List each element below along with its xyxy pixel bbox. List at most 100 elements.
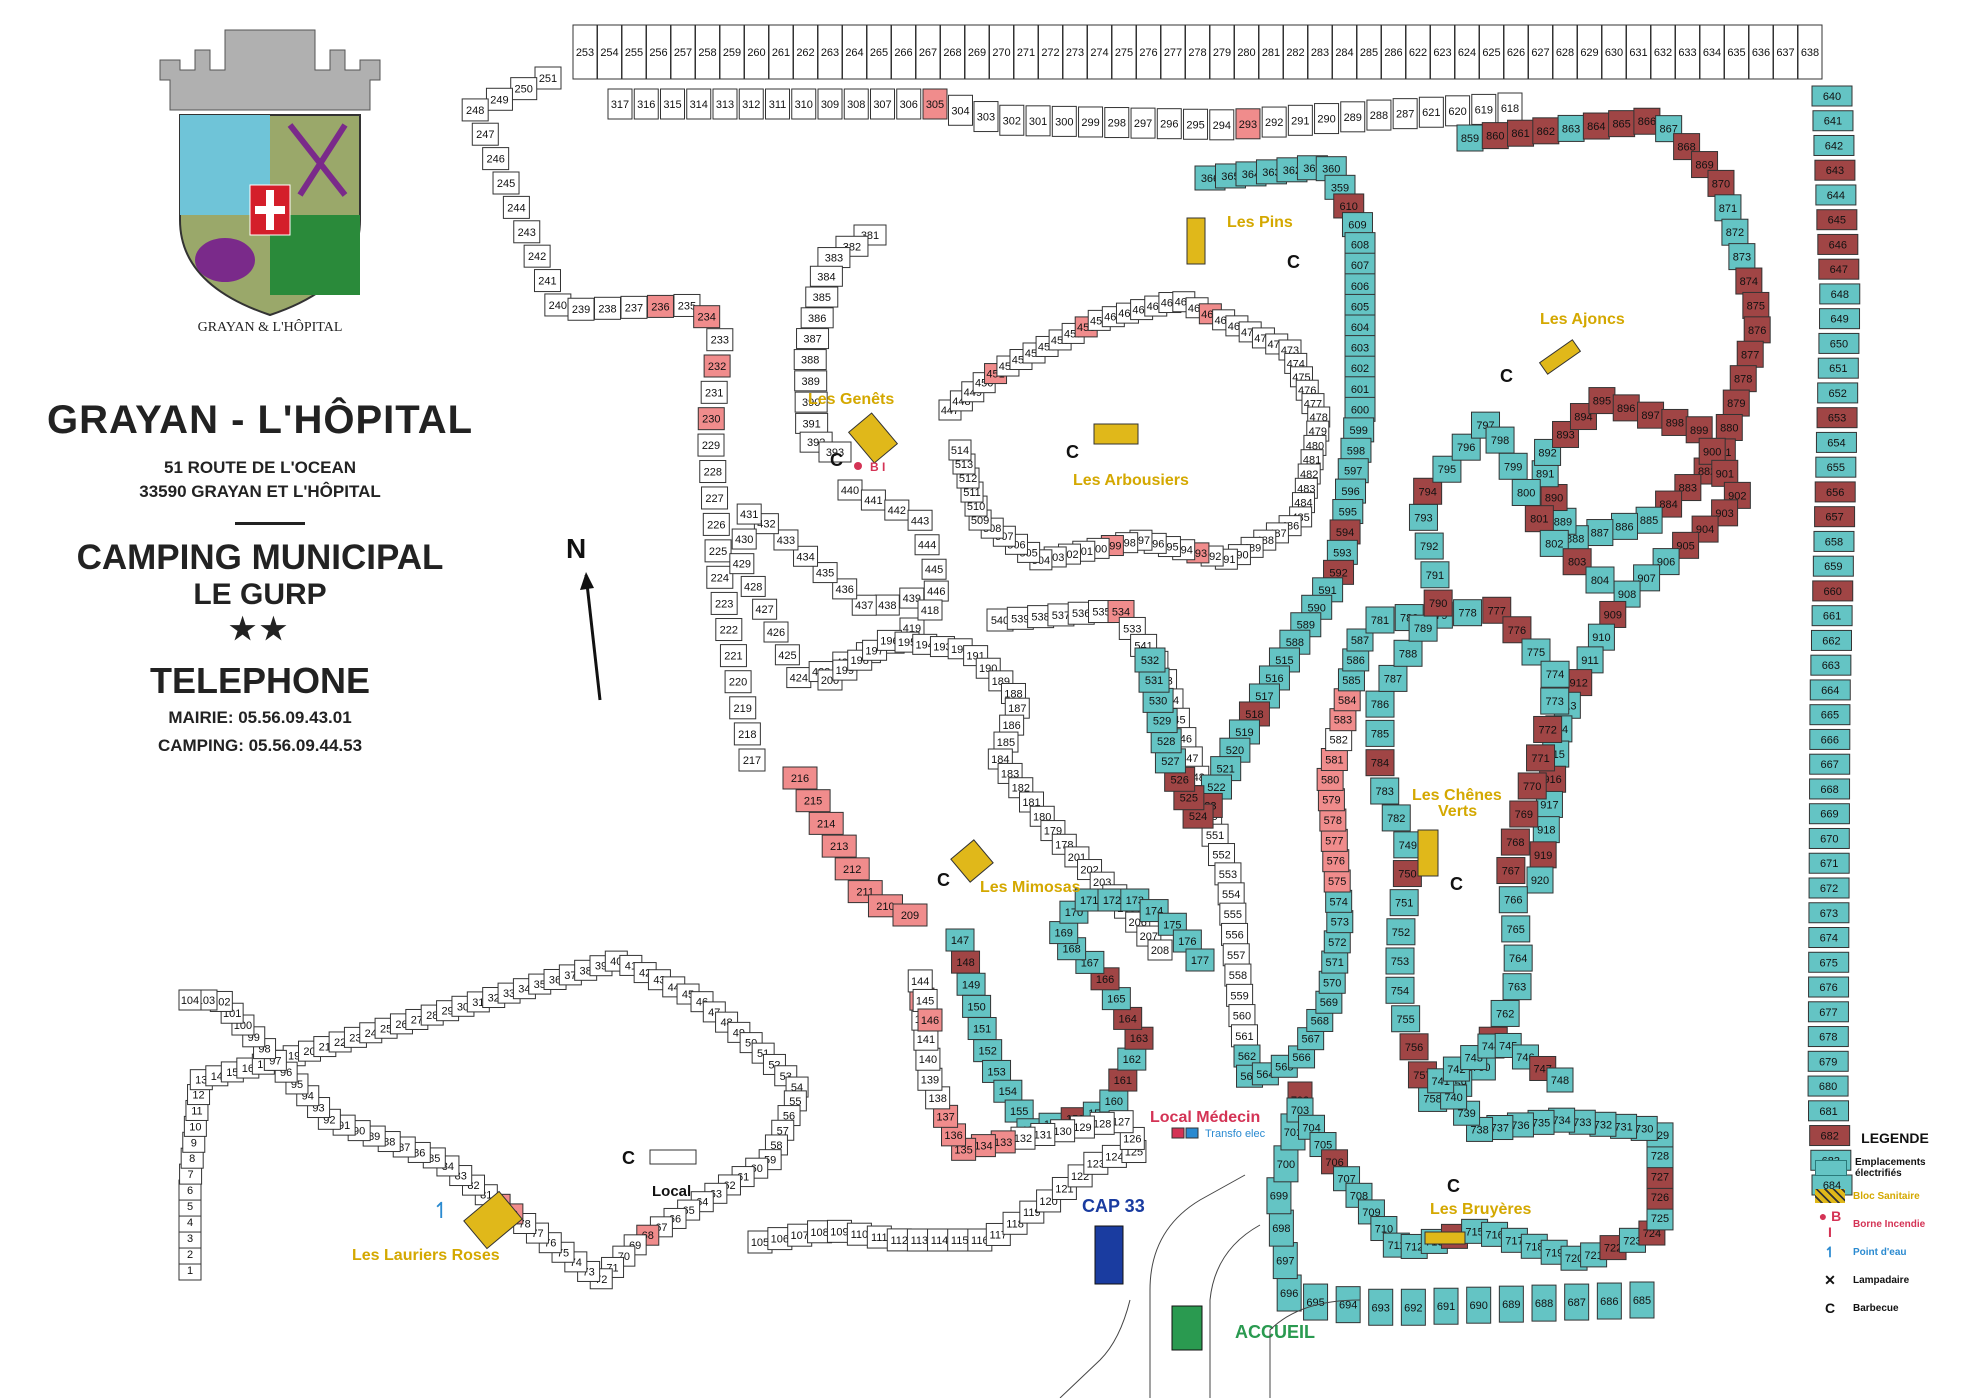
campsite-lot[interactable]: 571: [1321, 950, 1349, 974]
campsite-lot[interactable]: 289: [1340, 101, 1366, 133]
campsite-lot[interactable]: 686: [1596, 1282, 1622, 1320]
campsite-lot[interactable]: 671: [1808, 852, 1850, 874]
campsite-lot[interactable]: 317: [607, 88, 633, 120]
campsite-lot[interactable]: 873: [1728, 243, 1756, 271]
campsite-lot[interactable]: 626: [1503, 24, 1529, 80]
campsite-lot[interactable]: 446: [923, 580, 949, 602]
campsite-lot[interactable]: 258: [695, 24, 720, 80]
campsite-lot[interactable]: 113: [906, 1228, 932, 1252]
campsite-lot[interactable]: 309: [817, 88, 843, 120]
campsite-lot[interactable]: 631: [1626, 24, 1651, 80]
campsite-lot[interactable]: 153: [982, 1059, 1012, 1083]
campsite-lot[interactable]: 627: [1528, 24, 1553, 80]
campsite-lot[interactable]: 645: [1816, 209, 1858, 231]
campsite-lot[interactable]: 225: [704, 539, 732, 563]
campsite-lot[interactable]: 444: [914, 534, 940, 556]
campsite-lot[interactable]: 773: [1540, 687, 1570, 715]
campsite-lot[interactable]: 221: [719, 644, 747, 668]
campsite-lot[interactable]: 149: [956, 972, 986, 996]
campsite-lot[interactable]: 892: [1534, 438, 1562, 466]
campsite-lot[interactable]: 871: [1714, 194, 1742, 222]
campsite-lot[interactable]: 874: [1735, 267, 1763, 295]
campsite-lot[interactable]: 772: [1533, 715, 1563, 743]
campsite-lot[interactable]: 695: [1303, 1283, 1329, 1321]
campsite-lot[interactable]: 514: [948, 439, 972, 461]
campsite-lot[interactable]: 603: [1344, 335, 1376, 361]
campsite-lot[interactable]: 768: [1500, 828, 1530, 856]
campsite-lot[interactable]: 275: [1111, 24, 1137, 80]
campsite-lot[interactable]: 774: [1540, 660, 1570, 688]
campsite-lot[interactable]: 569: [1315, 990, 1343, 1014]
campsite-lot[interactable]: 604: [1344, 314, 1376, 340]
campsite-lot[interactable]: 559: [1226, 983, 1254, 1007]
campsite-lot[interactable]: 141: [913, 1027, 939, 1051]
campsite-lot[interactable]: 213: [821, 834, 857, 858]
campsite-lot[interactable]: 127: [1108, 1110, 1134, 1134]
campsite-lot[interactable]: 577: [1320, 828, 1348, 852]
campsite-lot[interactable]: 227: [701, 486, 729, 510]
campsite-lot[interactable]: 699: [1266, 1177, 1292, 1215]
campsite-lot[interactable]: 140: [915, 1047, 941, 1071]
campsite-lot[interactable]: 243: [513, 220, 541, 244]
campsite-lot[interactable]: 214: [808, 811, 844, 835]
campsite-lot[interactable]: 244: [502, 195, 530, 219]
campsite-lot[interactable]: 877: [1736, 340, 1764, 368]
campsite-lot[interactable]: 698: [1268, 1209, 1294, 1247]
campsite-lot[interactable]: 129: [1069, 1115, 1095, 1139]
campsite-lot[interactable]: 625: [1479, 24, 1504, 80]
campsite-lot[interactable]: 424: [786, 667, 812, 689]
campsite-lot[interactable]: 274: [1087, 24, 1112, 80]
campsite-lot[interactable]: 630: [1601, 24, 1627, 80]
campsite-lot[interactable]: 886: [1610, 512, 1638, 540]
campsite-lot[interactable]: 393: [818, 441, 852, 463]
campsite-lot[interactable]: 622: [1405, 24, 1431, 80]
campsite-lot[interactable]: 220: [724, 670, 752, 694]
campsite-lot[interactable]: 666: [1809, 728, 1851, 750]
campsite-lot[interactable]: 770: [1517, 772, 1547, 800]
campsite-lot[interactable]: 651: [1817, 357, 1859, 379]
campsite-lot[interactable]: 669: [1808, 803, 1850, 825]
campsite-lot[interactable]: 437: [851, 594, 877, 616]
campsite-lot[interactable]: 658: [1813, 530, 1855, 552]
campsite-lot[interactable]: 638: [1797, 24, 1823, 80]
campsite-lot[interactable]: 115: [947, 1228, 973, 1252]
campsite-lot[interactable]: 785: [1365, 719, 1395, 747]
campsite-lot[interactable]: 582: [1325, 728, 1353, 752]
campsite-lot[interactable]: 435: [812, 562, 838, 584]
campsite-lot[interactable]: 434: [793, 545, 819, 567]
campsite-lot[interactable]: 269: [964, 24, 990, 80]
campsite-lot[interactable]: 428: [740, 575, 766, 597]
campsite-lot[interactable]: 696: [1276, 1274, 1302, 1312]
campsite-lot[interactable]: 600: [1344, 396, 1376, 422]
campsite-lot[interactable]: 601: [1344, 376, 1376, 402]
campsite-lot[interactable]: 161: [1108, 1068, 1138, 1092]
campsite-lot[interactable]: 222: [715, 618, 743, 642]
campsite-lot[interactable]: 284: [1332, 24, 1357, 80]
campsite-lot[interactable]: 266: [891, 24, 916, 80]
campsite-lot[interactable]: 301: [1025, 105, 1051, 137]
campsite-lot[interactable]: 177: [1185, 948, 1215, 972]
campsite-lot[interactable]: 440: [837, 479, 863, 501]
campsite-lot[interactable]: 250: [510, 77, 538, 101]
campsite-lot[interactable]: 294: [1209, 109, 1235, 141]
campsite-lot[interactable]: 132: [1010, 1126, 1036, 1150]
campsite-lot[interactable]: 4: [178, 1211, 202, 1233]
campsite-lot[interactable]: 555: [1219, 902, 1247, 926]
campsite-lot[interactable]: 804: [1585, 566, 1615, 594]
campsite-lot[interactable]: 104: [178, 989, 202, 1011]
campsite-lot[interactable]: 692: [1400, 1288, 1426, 1326]
campsite-lot[interactable]: 249: [485, 87, 513, 111]
campsite-lot[interactable]: 765: [1501, 915, 1531, 943]
campsite-lot[interactable]: 427: [752, 598, 778, 620]
campsite-lot[interactable]: 532: [1134, 647, 1166, 673]
campsite-lot[interactable]: 885: [1635, 506, 1663, 534]
campsite-lot[interactable]: 2: [178, 1243, 202, 1265]
campsite-lot[interactable]: 579: [1317, 788, 1345, 812]
campsite-lot[interactable]: 624: [1454, 24, 1480, 80]
campsite-lot[interactable]: 276: [1136, 24, 1161, 80]
campsite-lot[interactable]: 160: [1099, 1089, 1129, 1113]
campsite-lot[interactable]: 668: [1809, 778, 1851, 800]
campsite-lot[interactable]: 642: [1813, 134, 1855, 156]
campsite-lot[interactable]: 242: [523, 244, 551, 268]
campsite-lot[interactable]: 277: [1160, 24, 1186, 80]
